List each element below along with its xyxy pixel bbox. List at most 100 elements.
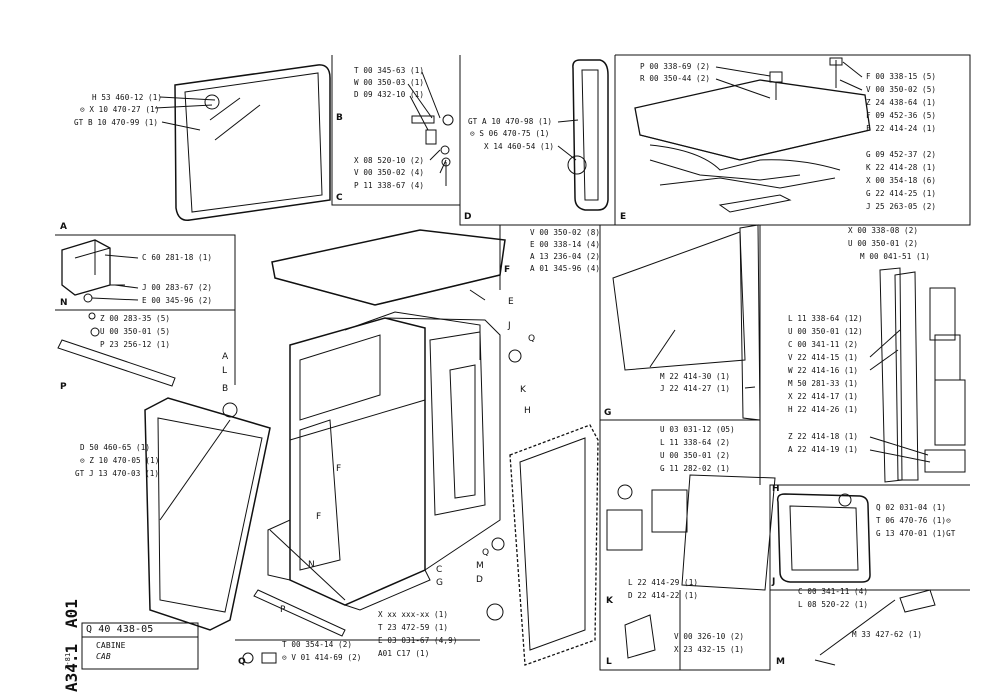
side-window-a-frame	[174, 64, 331, 221]
part-h9: M 50 281-33 (1)	[788, 379, 859, 388]
part-dm2: ⊝ Z 10 470-05 (1)	[80, 456, 160, 465]
part-q1: T 00 354-14 (2)	[282, 640, 353, 649]
part-l2: X 23 432-15 (1)	[674, 645, 745, 654]
doc-title: CABINE	[96, 641, 126, 650]
part-h5: U 00 350-01 (12)	[788, 327, 863, 336]
section-label-d: D	[464, 212, 472, 222]
part-e12: J 25 263-05 (2)	[866, 202, 937, 211]
part-e11: G 22 414-25 (1)	[866, 189, 937, 198]
part-e1: P 00 338-69 (2)	[640, 62, 711, 71]
part-h2: U 00 350-01 (2)	[848, 239, 919, 248]
part-c3: P 11 338-67 (4)	[354, 181, 425, 190]
ref-n: N	[308, 560, 315, 570]
part-e4: V 00 350-02 (5)	[866, 85, 937, 94]
part-f2: E 00 338-14 (4)	[530, 240, 601, 249]
right-door	[509, 424, 599, 666]
part-p2: U 00 350-01 (5)	[100, 327, 171, 336]
left-door	[144, 397, 271, 631]
ref-q-1: Q	[482, 548, 490, 558]
part-h13: A 22 414-19 (1)	[788, 445, 859, 454]
part-q2: ⊝ V 01 414-69 (2)	[282, 653, 362, 662]
section-label-j: J	[772, 577, 776, 587]
part-m3: M 33 427-62 (1)	[852, 630, 923, 639]
part-a3: GT B 10 470-99 (1)	[74, 118, 159, 127]
doc-subtitle: CAB	[96, 652, 111, 661]
part-d1: GT A 10 470-98 (1)	[468, 117, 553, 126]
part-h10: X 22 414-17 (1)	[788, 392, 859, 401]
part-k2: L 11 338-64 (2)	[660, 438, 731, 447]
ref-f-1: F	[336, 464, 342, 474]
part-d2: ⊝ S 06 470-75 (1)	[470, 129, 550, 138]
part-c2: V 00 350-02 (4)	[354, 168, 425, 177]
section-label-p: P	[60, 382, 67, 392]
part-e10: X 00 354-18 (6)	[866, 176, 937, 185]
section-label-h: H	[772, 484, 780, 494]
window-j	[776, 493, 871, 583]
hinge-pin	[411, 115, 435, 124]
part-h7: V 22 414-15 (1)	[788, 353, 859, 362]
panel-border-k	[599, 420, 970, 671]
hinge-bracket	[425, 129, 437, 145]
part-m2: L 08 520-22 (1)	[798, 600, 869, 609]
part-f1: V 00 350-02 (8)	[530, 228, 601, 237]
part-a1: H 53 460-12 (1)	[92, 93, 163, 102]
ref-a: A	[222, 352, 229, 362]
side-panel-g	[612, 231, 746, 371]
part-n3: E 00 345-96 (2)	[142, 296, 213, 305]
part-j1: Q 02 031-04 (1)	[876, 503, 947, 512]
section-label-m: M	[776, 657, 785, 667]
doc-code-left: A01	[62, 599, 81, 628]
part-m1: C 00 341-11 (4)	[798, 587, 869, 596]
part-c1: X 08 520-10 (2)	[354, 156, 425, 165]
part-b1: T 00 345-63 (1)	[354, 66, 425, 75]
panel-border-e	[615, 54, 971, 226]
part-b3: D 09 432-10 (1)	[354, 90, 425, 99]
part-h3: M 00 041-51 (1)	[860, 252, 931, 261]
part-n2: J 00 283-67 (2)	[142, 283, 213, 292]
ref-q-2: Q	[528, 334, 536, 344]
part-k6: D 22 414-22 (1)	[628, 591, 699, 600]
ref-e: E	[508, 297, 514, 307]
bracket-n	[61, 239, 111, 296]
part-d3: X 14 460-54 (1)	[484, 142, 555, 151]
part-bm2: T 23 472-59 (1)	[378, 623, 449, 632]
section-label-k: K	[606, 596, 613, 606]
part-bm1: X xx xxx-xx (1)	[378, 610, 449, 619]
panel-border-p	[55, 309, 236, 385]
section-label-b: B	[336, 113, 343, 123]
part-g2: J 22 414-27 (1)	[660, 384, 731, 393]
part-k1: U 03 031-12 (05)	[660, 425, 735, 434]
part-k4: G 11 282-02 (1)	[660, 464, 731, 473]
ref-c: C	[436, 565, 443, 575]
section-label-g: G	[604, 408, 612, 418]
part-e7: F 22 414-24 (1)	[866, 124, 937, 133]
part-l1: V 00 326-10 (2)	[674, 632, 745, 641]
part-e2: R 00 350-44 (2)	[640, 74, 711, 83]
section-label-c: C	[336, 193, 343, 203]
part-h4: L 11 338-64 (12)	[788, 314, 863, 323]
part-e8: G 09 452-37 (2)	[866, 150, 937, 159]
part-a2: ⊝ X 10 470-27 (1)	[80, 105, 160, 114]
part-h12: Z 22 414-18 (1)	[788, 432, 859, 441]
ref-m: M	[476, 561, 484, 571]
section-label-a: A	[60, 222, 67, 232]
part-e3: F 00 338-15 (5)	[866, 72, 937, 81]
part-k3: U 00 350-01 (2)	[660, 451, 731, 460]
section-label-f: F	[504, 265, 511, 275]
panel-border-d	[459, 55, 616, 226]
ref-j: J	[508, 321, 511, 331]
part-h8: W 22 414-16 (1)	[788, 366, 859, 375]
part-h11: H 22 414-26 (1)	[788, 405, 859, 414]
doc-ref-number: Q 40 438-05	[86, 624, 154, 635]
part-g1: M 22 414-30 (1)	[660, 372, 731, 381]
main-roof	[271, 229, 506, 306]
part-n1: C 60 281-18 (1)	[142, 253, 213, 262]
section-label-n: N	[60, 298, 68, 308]
part-j2: T 06 470-76 (1)⊝	[876, 516, 951, 525]
doc-small-code: 7-81	[64, 652, 72, 670]
door-strip-d	[572, 59, 609, 211]
part-e6: F 09 452-36 (5)	[866, 111, 937, 120]
part-j3: G 13 470-01 (1)GT	[876, 529, 956, 538]
